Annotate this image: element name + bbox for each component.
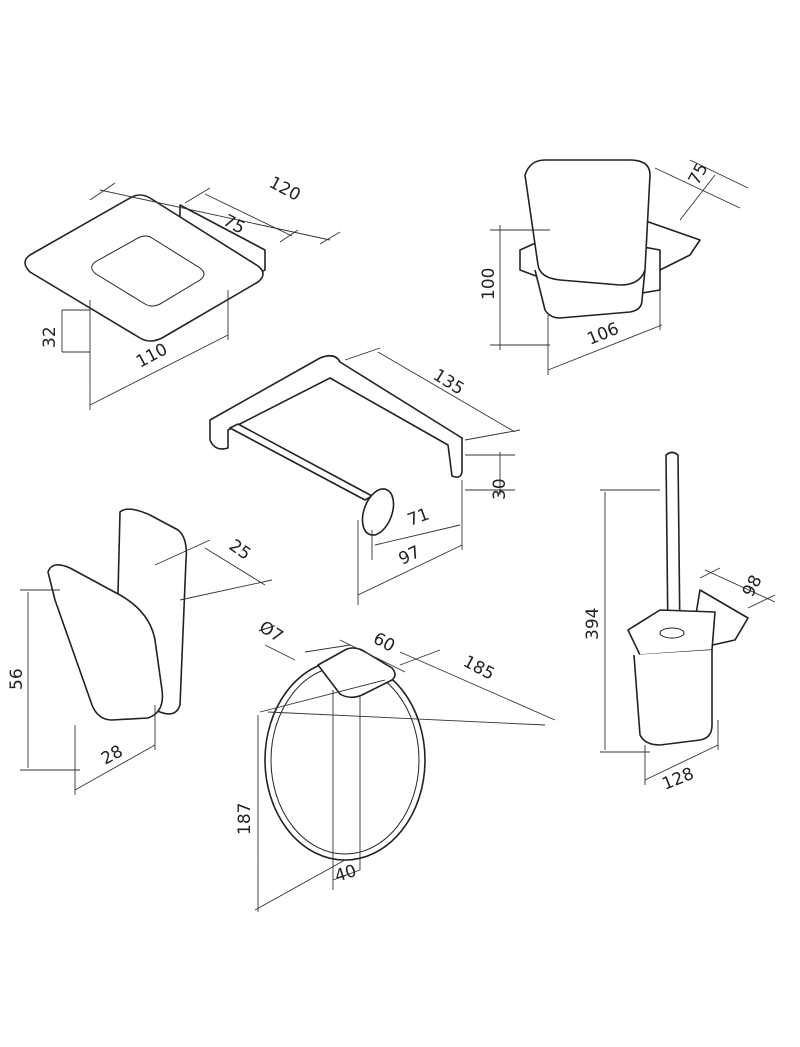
dim-hook-height: 56 (7, 668, 27, 690)
dim-brush-depth: 128 (659, 764, 697, 795)
dim-paper-height: 30 (490, 478, 510, 500)
dim-soap-height: 32 (40, 326, 60, 348)
dim-ring-width: 185 (460, 652, 498, 685)
dim-tumbler-depth: 106 (584, 319, 622, 350)
robe-hook (20, 508, 273, 795)
dim-hook-width: 25 (225, 536, 254, 565)
dim-hook-depth: 28 (98, 742, 126, 770)
dim-soap-width: 120 (266, 173, 304, 206)
paper-holder (209, 347, 521, 605)
toilet-brush (600, 451, 776, 785)
dim-soap-depth: 110 (133, 340, 171, 373)
dim-ring-rod-diameter: Ø7 (255, 617, 286, 647)
dim-ring-plate-width: 60 (370, 629, 398, 657)
dim-paper-width: 135 (429, 365, 467, 399)
dim-brush-height: 394 (583, 608, 603, 640)
dim-tumbler-height: 100 (479, 268, 499, 300)
soap-dish (24, 182, 341, 410)
dim-ring-height: 187 (235, 803, 255, 835)
tumbler-holder (490, 159, 749, 375)
towel-ring (254, 639, 556, 912)
dim-paper-inner: 71 (405, 505, 432, 531)
